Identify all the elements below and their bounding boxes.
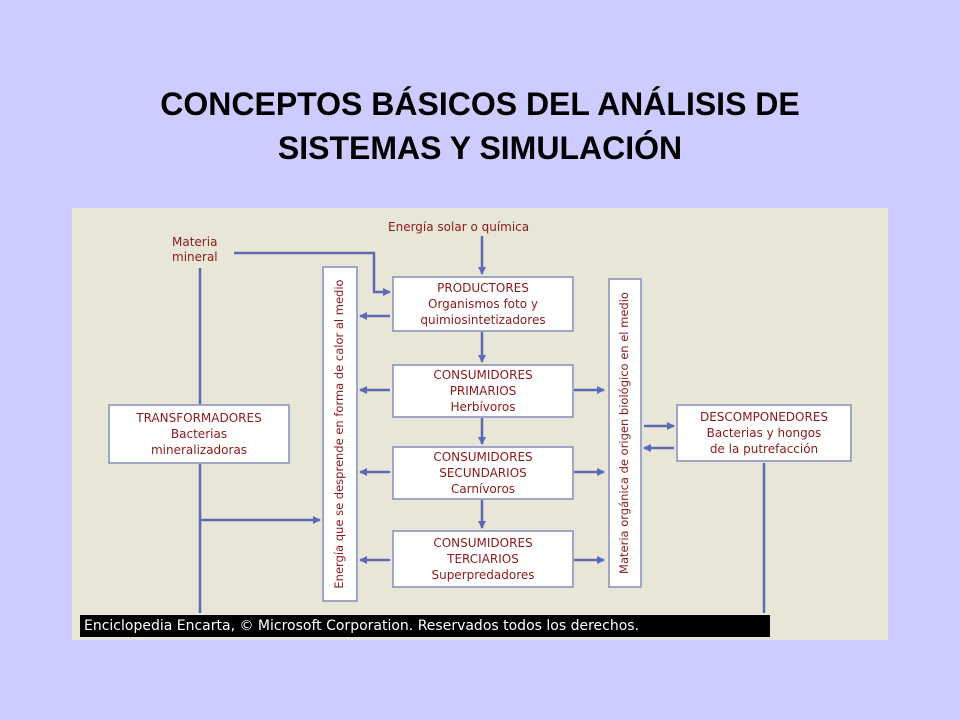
primary-consumers-line-3: Herbívoros — [450, 400, 516, 414]
credit-bar: Enciclopedia Encarta, © Microsoft Corpor… — [80, 615, 770, 637]
decomposers-line-2: Bacterias y hongos — [706, 426, 822, 440]
heat-energy-bar — [322, 266, 358, 602]
decomposers-box: DESCOMPONEDORES Bacterias y hongos de la… — [676, 404, 852, 462]
heat-energy-bar-label: Energía que se desprende en forma de cal… — [332, 279, 346, 589]
organic-matter-bar-label: Materia orgánica de origen biológico en … — [617, 292, 631, 574]
secondary-consumers-line-3: Carnívoros — [450, 482, 516, 496]
secondary-consumers-title: CONSUMIDORES — [433, 450, 533, 464]
mineral-matter-line-1: Materia — [172, 235, 218, 249]
producers-line-2: Organismos foto y — [428, 297, 538, 311]
flow-arrows — [198, 236, 766, 613]
primary-consumers-line-2: PRIMARIOS — [449, 384, 517, 398]
tertiary-consumers-box: CONSUMIDORES TERCIARIOS Superpredadores — [392, 530, 574, 588]
tertiary-consumers-title: CONSUMIDORES — [433, 536, 533, 550]
producers-title: PRODUCTORES — [437, 281, 529, 295]
mineral-matter-label: Materia mineral — [172, 235, 218, 265]
tertiary-consumers-line-3: Superpredadores — [431, 568, 535, 582]
producers-line-3: quimiosintetizadores — [420, 313, 546, 327]
decomposers-line-3: de la putrefacción — [709, 442, 819, 456]
tertiary-consumers-line-2: TERCIARIOS — [447, 552, 519, 566]
secondary-consumers-box: CONSUMIDORES SECUNDARIOS Carnívoros — [392, 446, 574, 500]
title-line-2: SISTEMAS Y SIMULACIÓN — [277, 130, 683, 166]
arrow-mineral-to-producers — [234, 251, 391, 296]
ecosystem-diagram: Energía solar o química Materia mineral … — [72, 208, 888, 640]
primary-consumers-title: CONSUMIDORES — [433, 368, 533, 382]
producers-box: PRODUCTORES Organismos foto y quimiosint… — [392, 276, 574, 332]
title-line-1: CONCEPTOS BÁSICOS DEL ANÁLISIS DE — [160, 86, 800, 122]
energy-source-label: Energía solar o química — [388, 220, 530, 234]
mineral-matter-line-2: mineral — [172, 250, 218, 264]
primary-consumers-box: CONSUMIDORES PRIMARIOS Herbívoros — [392, 364, 574, 418]
transformers-line-3: mineralizadoras — [150, 443, 248, 457]
organic-matter-bar — [608, 278, 642, 588]
transformers-line-2: Bacterias — [170, 427, 228, 441]
transformers-title: TRANSFORMADORES — [136, 411, 262, 425]
slide-title: CONCEPTOS BÁSICOS DEL ANÁLISIS DE SISTEM… — [60, 82, 900, 170]
secondary-consumers-line-2: SECUNDARIOS — [439, 466, 527, 480]
decomposers-title: DESCOMPONEDORES — [699, 410, 829, 424]
transformers-box: TRANSFORMADORES Bacterias mineralizadora… — [108, 404, 290, 464]
